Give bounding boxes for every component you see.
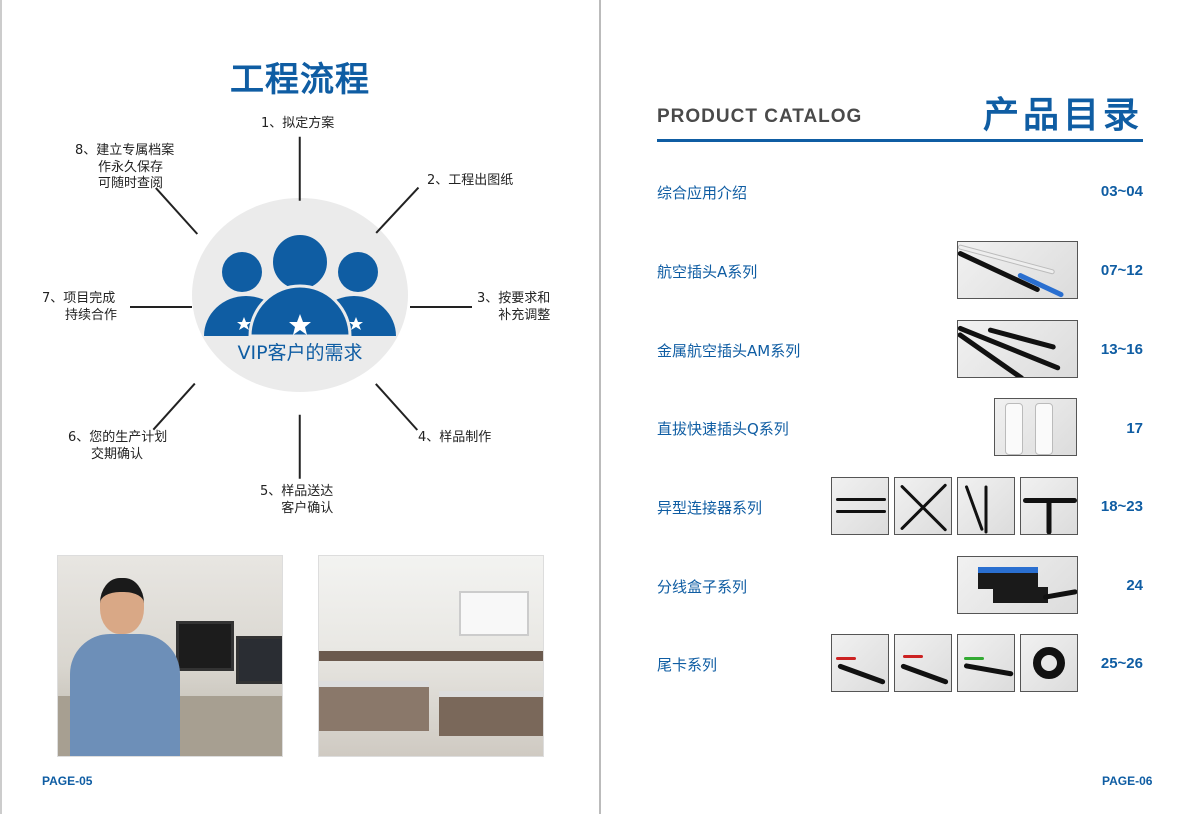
catalog-item-label[interactable]: 金属航空插头AM系列 [657,342,801,360]
connector-line-3 [410,306,472,308]
step-line: 1、拟定方案 [261,116,335,131]
connector-line-2 [375,186,419,234]
connector-line-6 [152,383,196,431]
catalog-item-label[interactable]: 尾卡系列 [657,656,718,674]
catalog-title: 产品目录 [982,95,1143,136]
step-line: 客户确认 [281,500,334,516]
connector-line-1 [299,136,301,201]
catalog-item-label[interactable]: 直拔快速插头Q系列 [657,420,789,438]
step-line: 作永久保存 [98,159,164,175]
special-connector-thumbnail [957,477,1015,535]
catalog-item-pages[interactable]: 13~16 [1100,341,1143,358]
aviation-plug-a-thumbnail [957,241,1078,299]
connector-line-4 [375,383,419,431]
catalog-item-label[interactable]: 航空插头A系列 [657,263,758,281]
step-line: 持续合作 [65,307,118,323]
vip-customers-icon [204,233,396,337]
cable-gland-thumbnail [1020,634,1078,692]
engineer-at-workstation-photo [57,555,283,757]
cubicle-row [319,681,429,731]
step-line: 3、按要求和 [477,291,551,306]
monitor [236,636,282,684]
step-line: 6、您的生产计划 [68,430,168,445]
catalog-item-pages[interactable]: 18~23 [1100,498,1143,515]
window [459,591,529,636]
step-line: 补充调整 [498,307,551,323]
monitor [176,621,234,671]
catalog-subtitle: PRODUCT CATALOG [657,106,863,127]
step-line: 8、建立专属档案 [75,143,175,158]
step-7: 7、项目完成持续合作 [42,291,117,324]
step-line: 4、样品制作 [418,430,492,445]
cubicle-row [319,651,543,661]
cable-gland-thumbnail [894,634,952,692]
person [70,634,180,756]
catalog-item-label[interactable]: 分线盒子系列 [657,578,748,596]
step-line: 7、项目完成 [42,291,116,306]
catalog-item-pages[interactable]: 03~04 [1100,183,1143,200]
catalog-item-label[interactable]: 异型连接器系列 [657,499,763,517]
catalog-item-pages[interactable]: 17 [1126,420,1143,437]
catalog-item-pages[interactable]: 24 [1126,577,1143,594]
center-label: VIP客户的需求 [237,342,363,364]
catalog-item-pages[interactable]: 25~26 [1100,655,1143,672]
step-3: 3、按要求和补充调整 [477,291,550,324]
metal-aviation-plug-am-thumbnail [957,320,1078,378]
quick-plug-q-thumbnail [994,398,1077,456]
step-5: 5、样品送达客户确认 [260,484,333,517]
step-line: 可随时查阅 [98,176,164,191]
head [100,578,144,634]
step-8: 8、建立专属档案作永久保存可随时查阅 [75,143,174,193]
page-edge [0,0,2,814]
connector-line-8 [155,187,199,235]
cable-gland-thumbnail [831,634,889,692]
special-connector-thumbnail [894,477,952,535]
connector-line-5 [299,414,301,479]
page-number: PAGE-05 [42,774,93,788]
page-spine [599,0,601,814]
page-number: PAGE-06 [1102,774,1153,788]
step-line: 5、样品送达 [260,484,334,499]
step-2: 2、工程出图纸 [427,173,513,190]
step-line: 交期确认 [91,446,144,462]
step-4: 4、样品制作 [418,430,491,447]
title-rule [657,139,1143,142]
special-connector-thumbnail [831,477,889,535]
step-6: 6、您的生产计划交期确认 [68,430,167,463]
page-title: 工程流程 [230,60,370,100]
catalog-item-pages[interactable]: 07~12 [1100,262,1143,279]
office-cubicles-photo [318,555,544,757]
cubicle-row [439,691,543,736]
step-1: 1、拟定方案 [261,116,334,133]
cable-gland-thumbnail [957,634,1015,692]
connector-line-7 [130,306,192,308]
junction-box-thumbnail [957,556,1078,614]
special-connector-thumbnail [1020,477,1078,535]
catalog-item-label[interactable]: 综合应用介绍 [657,184,748,202]
step-line: 2、工程出图纸 [427,173,514,188]
